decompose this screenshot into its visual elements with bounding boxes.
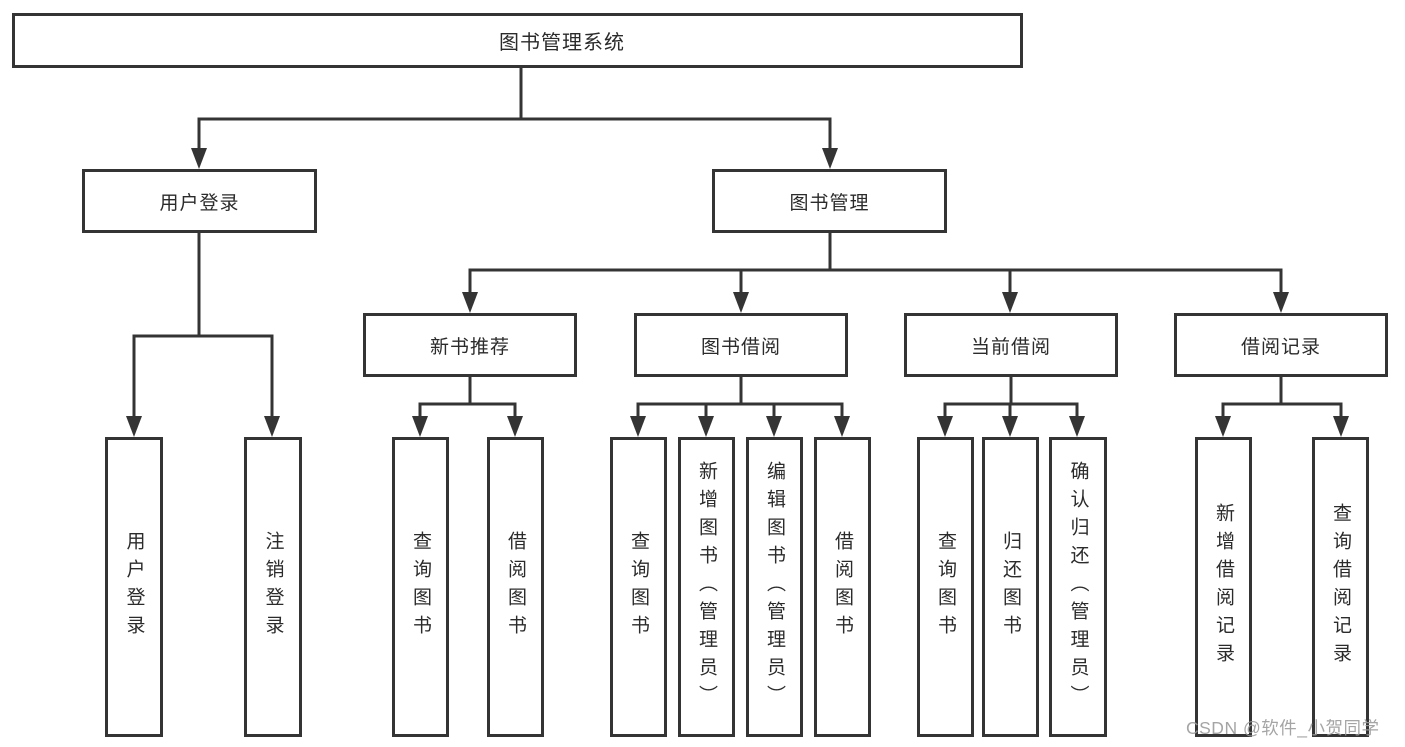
leaf-bb-edit-books-admin: 编辑图书（管理员） [746,437,803,737]
node-book-management: 图书管理 [712,169,947,233]
leaf-nbr-borrow-books: 借阅图书 [487,437,544,737]
node-root: 图书管理系统 [12,13,1023,68]
leaf-bb-query-books: 查询图书 [610,437,667,737]
node-current-borrow: 当前借阅 [904,313,1118,377]
node-borrow-records: 借阅记录 [1174,313,1388,377]
leaf-nbr-query-books: 查询图书 [392,437,449,737]
csdn-watermark: CSDN @软件_小贺同学 [1186,718,1380,738]
leaf-bb-borrow-books: 借阅图书 [814,437,871,737]
leaf-logout: 注销登录 [244,437,302,737]
node-new-book-recommend: 新书推荐 [363,313,577,377]
node-user-login: 用户登录 [82,169,317,233]
leaf-br-query-record: 查询借阅记录 [1312,437,1369,737]
node-book-borrow: 图书借阅 [634,313,848,377]
leaf-cb-query-books: 查询图书 [917,437,974,737]
leaf-user-login: 用户登录 [105,437,163,737]
leaf-br-add-record: 新增借阅记录 [1195,437,1252,737]
leaf-cb-return-books: 归还图书 [982,437,1039,737]
leaf-cb-confirm-return-admin: 确认归还（管理员） [1049,437,1107,737]
leaf-bb-add-books-admin: 新增图书（管理员） [678,437,735,737]
